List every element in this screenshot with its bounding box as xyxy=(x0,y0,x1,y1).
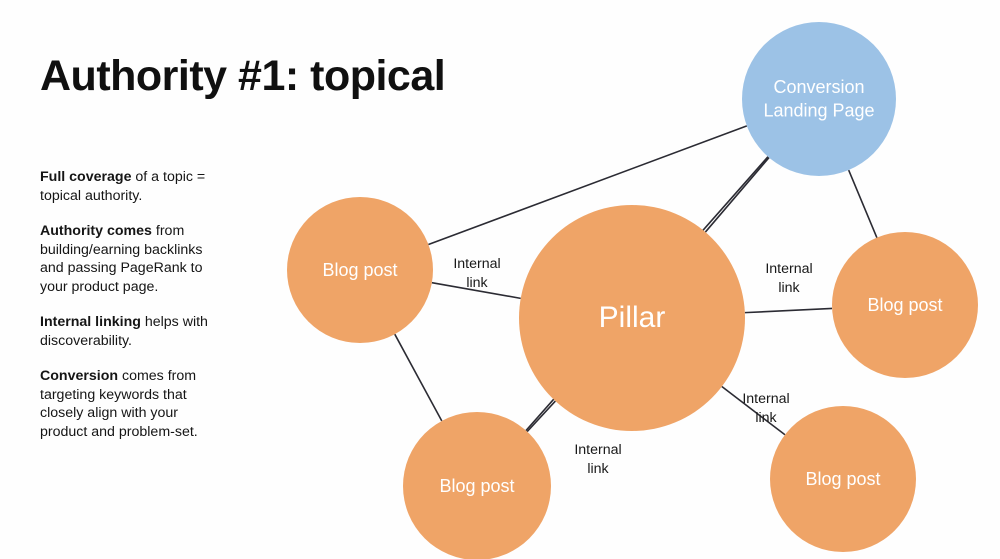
note-rest: from building/earning backlinks and pass… xyxy=(40,223,203,295)
node-blog-bottom-left[interactable]: Blog post xyxy=(403,412,551,559)
node-label: Pillar xyxy=(599,301,666,334)
node-circle[interactable] xyxy=(403,412,551,559)
link-line xyxy=(704,157,770,233)
node-blog-right[interactable]: Blog post xyxy=(832,232,978,378)
link-line xyxy=(394,333,443,422)
edge-label-line: link xyxy=(778,280,800,296)
note-lead: Authority comes xyxy=(40,223,152,239)
node-circle[interactable] xyxy=(742,22,896,176)
node-label-line: Landing Page xyxy=(763,100,874,120)
edge-label-label-bottom-center: Internal link xyxy=(574,442,621,477)
edge-label-line: link xyxy=(466,275,488,291)
node-label: Blog post xyxy=(805,469,880,489)
note-item: Authority comes from building/earning ba… xyxy=(40,222,220,296)
link-line xyxy=(431,281,521,300)
note-item: Internal linking helps with discoverabil… xyxy=(40,313,220,350)
node-circle[interactable] xyxy=(832,232,978,378)
note-item: Conversion comes from targeting keywords… xyxy=(40,367,220,441)
note-rest: of a topic = topical authority. xyxy=(40,169,206,204)
link-line xyxy=(847,169,878,238)
edge-label-label-right: Internal link xyxy=(765,261,812,296)
edge-label-label-bottom-right: Internal link xyxy=(742,391,789,426)
node-circle[interactable] xyxy=(287,197,433,343)
node-label: Blog post xyxy=(439,476,514,496)
note-rest: comes from targeting keywords that close… xyxy=(40,368,198,440)
node-blog-left[interactable]: Blog post xyxy=(287,197,433,343)
note-rest: helps with discoverability. xyxy=(40,314,208,349)
node-circle[interactable] xyxy=(519,205,745,431)
edge-label-line: Internal xyxy=(574,442,621,458)
node-label-line: Conversion xyxy=(773,77,864,97)
node-circle[interactable] xyxy=(770,406,916,552)
note-lead: Conversion xyxy=(40,368,119,384)
edge-label-line: link xyxy=(755,410,777,426)
edge-labels-layer: InternallinkInternallinkInternallinkInte… xyxy=(453,256,812,477)
note-item: Full coverage of a topic = topical autho… xyxy=(40,168,220,205)
edge-label-line: Internal xyxy=(765,261,812,277)
node-label: Blog post xyxy=(867,295,942,315)
edge-label-label-left: Internal link xyxy=(453,256,500,291)
node-label: Blog post xyxy=(322,260,397,280)
note-lead: Full coverage xyxy=(40,169,132,185)
link-line xyxy=(526,400,556,433)
edge-label-line: Internal xyxy=(453,256,500,272)
page-title: Authority #1: topical xyxy=(40,52,446,100)
node-blog-bottom-right[interactable]: Blog post xyxy=(770,406,916,552)
note-lead: Internal linking xyxy=(40,314,141,330)
node-pillar[interactable]: Pillar xyxy=(519,205,745,431)
link-line xyxy=(744,307,833,314)
link-line xyxy=(428,125,748,246)
edge-label-line: Internal xyxy=(742,391,789,407)
notes-panel: Full coverage of a topic = topical autho… xyxy=(40,168,220,458)
edge-label-line: link xyxy=(587,461,609,477)
link-line xyxy=(721,385,786,436)
